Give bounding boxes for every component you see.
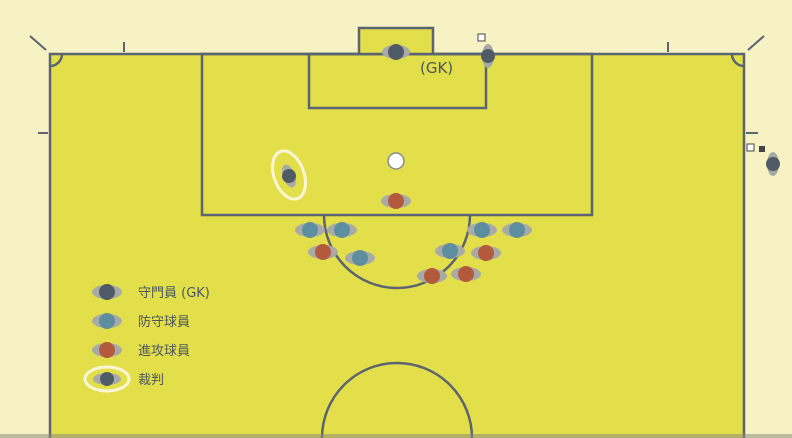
goalkeeper-player-icon (382, 44, 410, 60)
defender-player-icon (467, 222, 497, 238)
legend-defender-icon (92, 313, 122, 329)
legend-goalkeeper-label: 守門員 (GK) (138, 286, 210, 301)
defender-player-icon (435, 243, 465, 259)
legend-referee-icon (83, 365, 131, 393)
defender-player-icon (327, 222, 357, 238)
attacker-player-icon (471, 245, 501, 261)
referee-icon (271, 149, 307, 201)
attacker-player-icon (381, 193, 411, 209)
assistant-referee-top-icon (481, 44, 495, 68)
centre-circle (320, 361, 474, 438)
corner-mark-right (747, 35, 765, 51)
assistant-referee-flag-icon (477, 33, 765, 152)
legend: 守門員 (GK) 防守球員 進攻球員 裁判 (83, 284, 210, 393)
pitch-surface (50, 54, 744, 438)
legend-attacker-label: 進攻球員 (138, 344, 190, 359)
attacker-player-icon (308, 244, 338, 260)
legend-attacker-icon (92, 342, 122, 358)
legend-referee-label: 裁判 (138, 372, 164, 388)
defender-player-icon (502, 222, 532, 238)
corner-mark-left (29, 35, 47, 51)
ball-icon (387, 152, 405, 170)
defender-player-icon (345, 250, 375, 266)
legend-goalkeeper-icon (92, 284, 122, 300)
attacker-player-icon (451, 266, 481, 282)
bottom-dashed-edge (0, 434, 792, 438)
assistant-referee-right-icon (766, 152, 780, 176)
defender-player-icon (295, 222, 325, 238)
attacker-player-icon (417, 268, 447, 284)
goalkeeper-label: (GK) (420, 59, 453, 77)
legend-defender-label: 防守球員 (138, 314, 190, 330)
corner-arc-left (49, 53, 64, 68)
corner-arc-right (730, 53, 745, 68)
